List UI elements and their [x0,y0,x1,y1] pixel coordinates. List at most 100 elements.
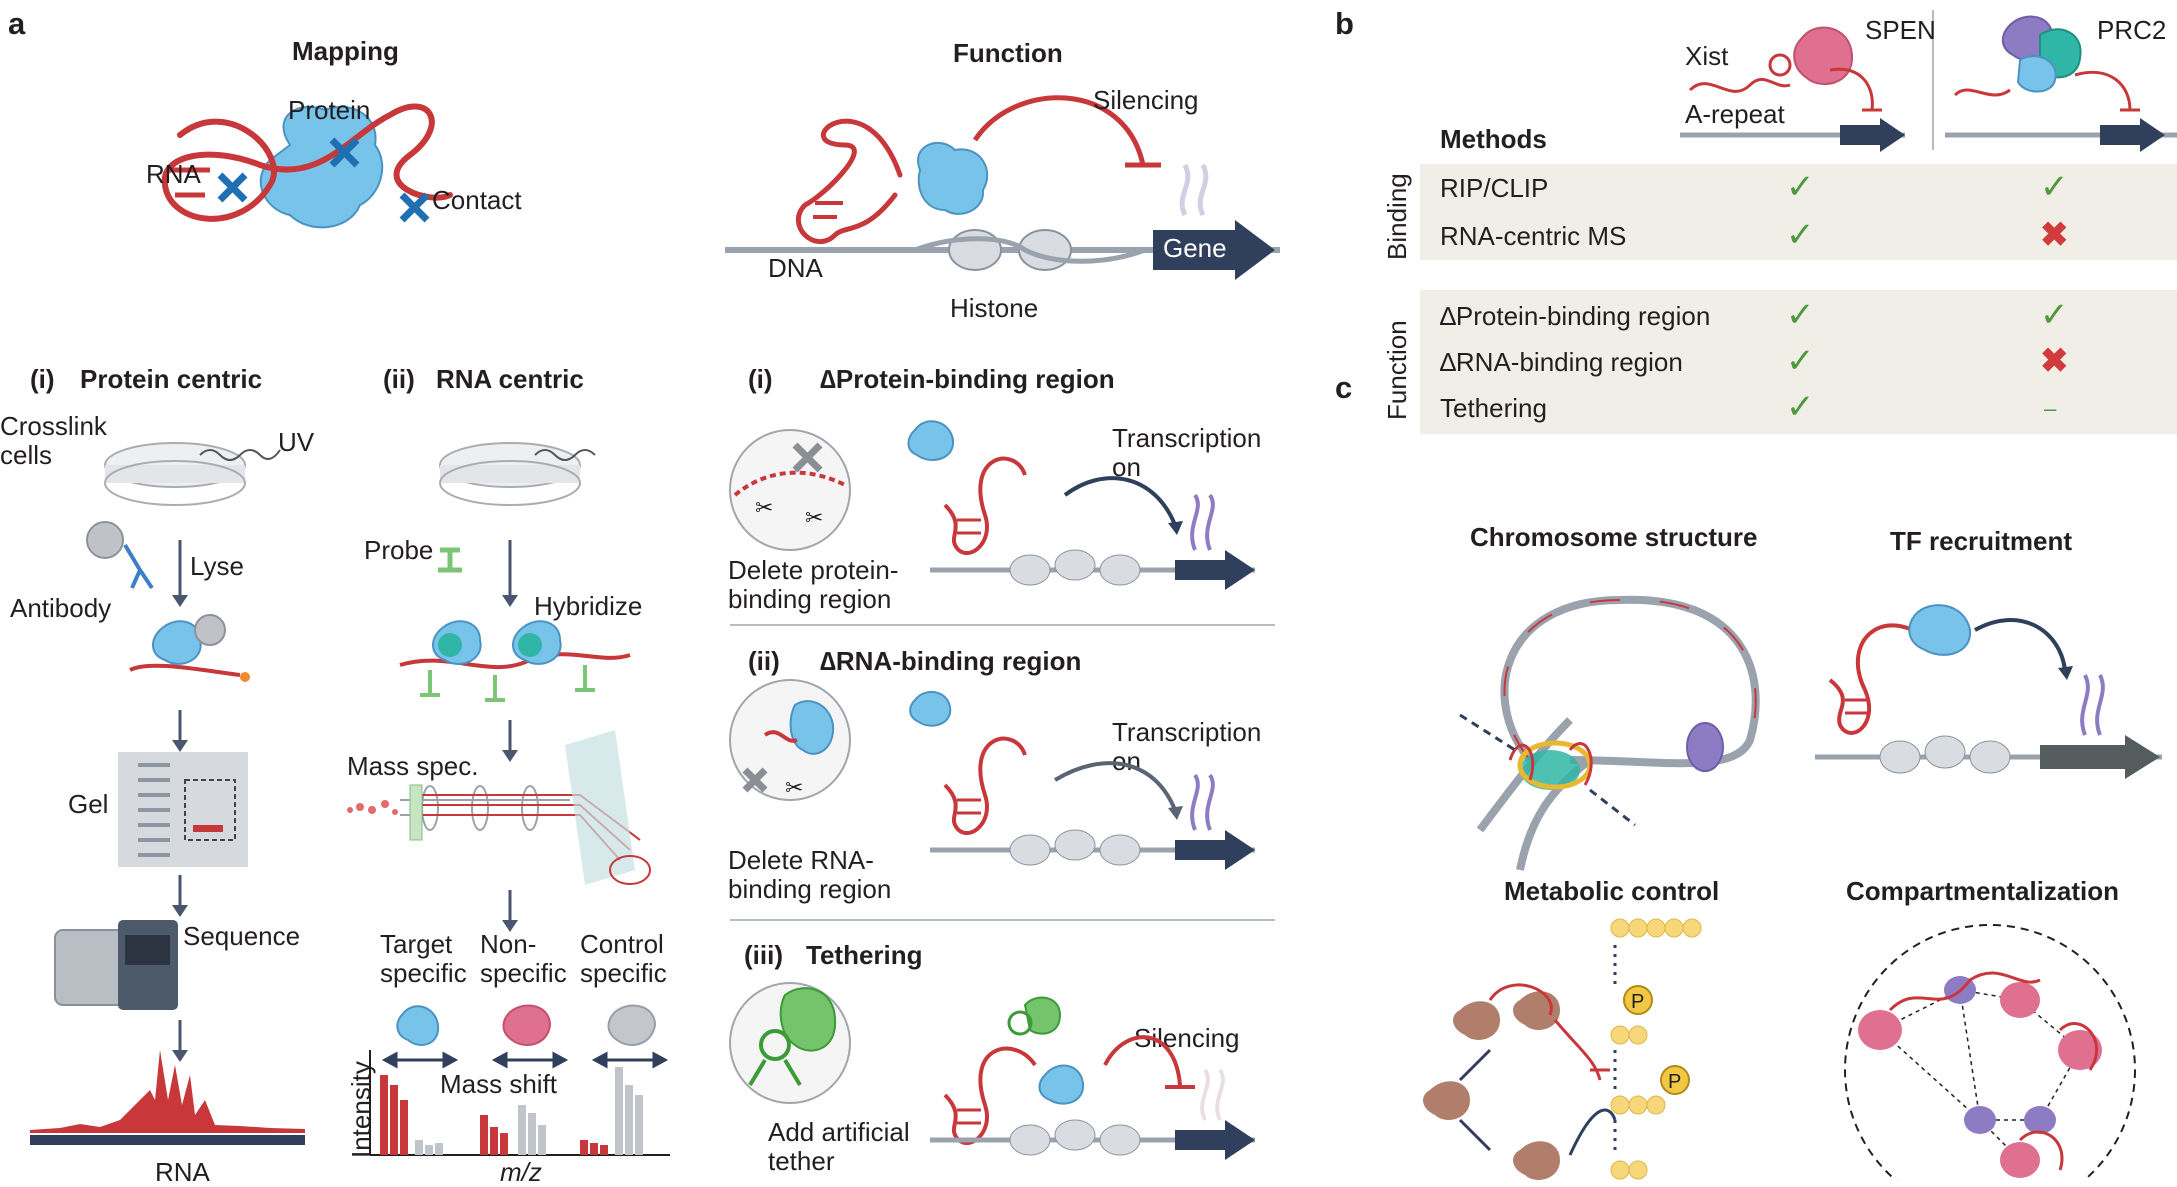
spen-mark: ✓ [1786,168,1815,206]
ms-bar [538,1125,546,1155]
lyse-label: Lyse [190,551,244,581]
hybridize-label: Hybridize [534,591,643,621]
mz-axis-label: m/z [500,1157,542,1187]
spen-label: SPEN [1865,15,1936,45]
antibody-label: Antibody [10,593,112,623]
prc2-label: PRC2 [2097,15,2167,45]
non-specific-label: Non- specific [480,929,567,989]
methods-label: Methods [1440,124,1547,154]
mapping-illustration [161,103,453,229]
silencing-label: Silencing [1093,85,1199,115]
dna-label: DNA [768,253,823,283]
func-ii-title: ∆RNA-binding region [820,646,1082,676]
mass-spec-bars [380,1067,643,1155]
probe-label: Probe [364,535,434,565]
uv-label: UV [278,427,315,457]
prc2-mark: – [2044,396,2057,421]
protein-centric-workflow [30,442,305,1145]
ms-bar [390,1085,398,1155]
method-row: RIP/CLIP [1440,173,1549,203]
contact-label: Contact [432,185,522,215]
ms-bar [480,1115,488,1155]
histone-label: Histone [950,293,1039,323]
spen-mark: ✓ [1786,296,1815,334]
panel-b-header-illustrations [1680,10,2177,152]
protein-blob [259,105,384,229]
func-iii-title: Tethering [806,940,923,970]
svg-text:✂: ✂ [755,495,773,520]
func-ii-numeral: (ii) [748,646,780,676]
method-row: ∆Protein-binding region [1440,301,1711,331]
coverage-peaks [30,1050,305,1133]
panel-b-letter: b [1335,6,1354,41]
panel-c-letter: c [1335,370,1353,405]
phosphate-label-1: P [1631,991,1644,1013]
xist-label: Xist [1685,41,1729,71]
crosslink-x2 [329,137,360,168]
ms-bar [600,1145,608,1155]
function-band [1420,290,2177,434]
rna-stem [170,167,210,198]
ms-bar [580,1140,588,1155]
compartmentalization-title: Compartmentalization [1846,876,2120,906]
a-repeat-label: A-repeat [1685,99,1785,129]
rna-centric-title: RNA centric [436,364,584,394]
svg-text:✂: ✂ [785,775,803,800]
protein-centric-numeral: (i) [30,364,55,394]
gel-box [118,752,248,867]
probe-icon [438,547,462,573]
tf-recruitment-title: TF recruitment [1890,526,2073,556]
ms-bar [435,1143,443,1155]
prc2-mark: ✓ [2040,168,2069,206]
ms-bar [400,1100,408,1155]
prc2-mark: ✓ [2040,296,2069,334]
func-iii-numeral: (iii) [744,940,783,970]
ms-bar [528,1113,536,1155]
func-ii-left-label: Delete RNA- binding region [728,845,892,905]
func-iii-left-label: Add artificial tether [768,1117,910,1177]
gene-arrow [1153,220,1275,280]
prc2-mark: ✖ [2040,216,2069,254]
rna-axis-label: RNA [155,1157,210,1187]
func-ii-right-label: Transcription on [1112,717,1262,777]
ms-bar [380,1075,388,1155]
function-illustration [725,95,1280,280]
sequence-label: Sequence [183,921,301,951]
metabolic-control-title: Metabolic control [1504,876,1720,906]
mapping-title: Mapping [292,36,399,66]
function-group-label: Function [1382,320,1412,420]
phosphate-label-2: P [1668,1071,1681,1093]
ms-bar [625,1085,633,1155]
target-specific-label: Target specific [380,929,467,989]
functional-illustrations: ✂ ✂ ✂ [729,420,1275,1160]
crosslink-label: Crosslink cells [0,411,107,471]
binding-band [1420,164,2177,260]
panel-c-illustrations: P P [1423,595,2162,1180]
chromosome-structure-title: Chromosome structure [1470,522,1758,552]
mass-shift-label: Mass shift [440,1069,558,1099]
crosslink-x1 [217,172,248,203]
ms-bar [415,1140,423,1155]
ms-bar [590,1143,598,1155]
mass-spec-label: Mass spec. [347,751,479,781]
method-row: Tethering [1440,393,1547,423]
rna-strand [161,103,453,222]
spen-protein [1793,26,1854,85]
protein-centric-title: Protein centric [80,364,263,394]
gel-label: Gel [68,789,109,819]
rna-label: RNA [146,159,201,189]
protein-label: Protein [288,95,371,125]
method-row: RNA-centric MS [1440,221,1627,251]
spen-mark: ✓ [1786,342,1815,380]
gene-label: Gene [1163,233,1227,263]
svg-text:✂: ✂ [805,505,823,530]
binding-group-label: Binding [1382,173,1412,260]
ms-bar [500,1133,508,1155]
ms-bar [518,1105,526,1155]
function-title: Function [953,38,1063,68]
antibody-icon [123,543,154,590]
bead-icon [86,521,124,559]
func-i-left-label: Delete protein- binding region [728,555,899,615]
spen-mark: ✓ [1786,388,1815,426]
rna-centric-workflow [347,442,670,1156]
